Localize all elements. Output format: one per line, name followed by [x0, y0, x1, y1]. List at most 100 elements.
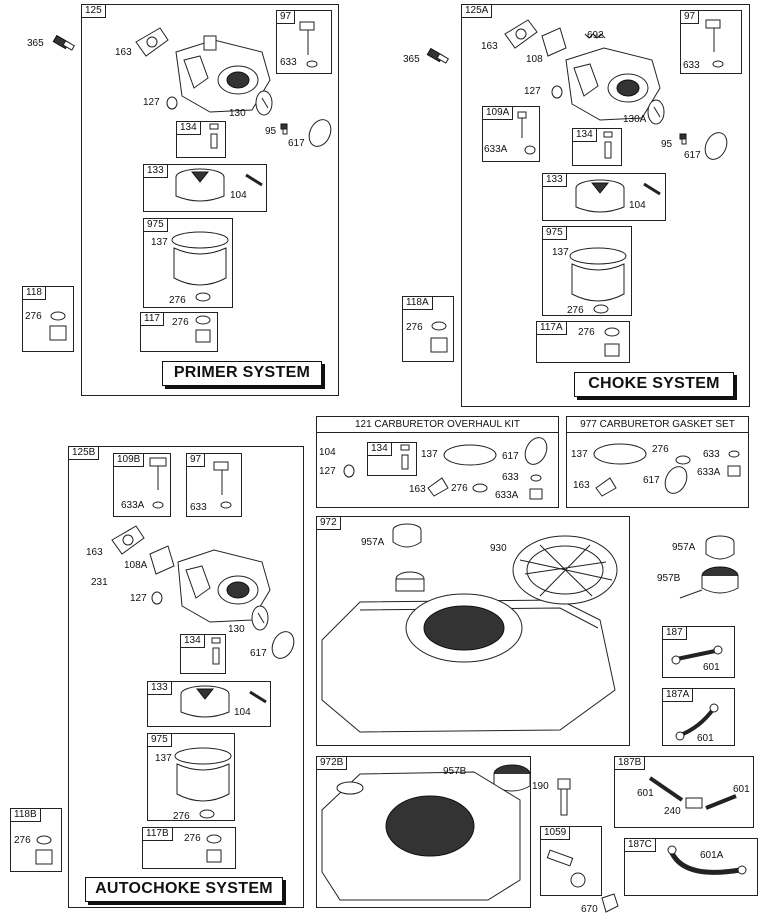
- assembly-125-box: 125: [81, 4, 339, 396]
- label-617-choke: 617: [684, 150, 701, 161]
- label-276-kit: 276: [451, 483, 468, 494]
- part-134-box: 134: [176, 121, 226, 158]
- fuel-cap-957b-icon: [679, 566, 739, 599]
- primer-system-banner: PRIMER SYSTEM: [162, 361, 322, 386]
- label-130a: 130A: [623, 114, 647, 125]
- part-97-choke-tag: 97: [680, 10, 700, 24]
- lever-97-icon: [299, 21, 318, 68]
- label-163-choke: 163: [481, 41, 498, 52]
- part-97-autochoke-tag: 97: [186, 453, 206, 467]
- assembly-125-tag: 125: [81, 4, 106, 18]
- oring-617-choke-icon: [704, 132, 728, 160]
- part-1059-tag: 1059: [540, 826, 571, 840]
- part-133-autochoke-tag: 133: [147, 681, 172, 695]
- part-975-autochoke-box: 975: [147, 733, 235, 821]
- plug-127-kit-icon: [343, 464, 355, 478]
- fitting-670-icon: [601, 893, 619, 913]
- label-617-kit: 617: [502, 451, 519, 462]
- part-133-choke-box: 133: [542, 173, 666, 221]
- label-276-118b: 276: [14, 835, 31, 846]
- bowl-975-icon: [171, 231, 229, 286]
- label-231: 231: [91, 577, 108, 588]
- label-276-118a: 276: [406, 322, 423, 333]
- label-633-autochoke: 633: [190, 502, 207, 513]
- carburetor-gasket-set-box: 977 CARBURETOR GASKET SET: [566, 416, 749, 508]
- gasket-163-icon: [135, 27, 169, 57]
- part-133-tag: 133: [143, 164, 168, 178]
- part-133-box: 133: [143, 164, 267, 212]
- gasket-163-kit-icon: [427, 477, 449, 497]
- washer-276-icon: [195, 292, 211, 302]
- part-97-choke-box: 97: [680, 10, 742, 74]
- part-97-autochoke-box: 97: [186, 453, 242, 517]
- label-633-kit: 633: [502, 472, 519, 483]
- carburetor-125a-icon: [565, 47, 661, 121]
- label-127-choke: 127: [524, 86, 541, 97]
- label-957b-side: 957B: [657, 573, 681, 584]
- label-163: 163: [115, 47, 132, 58]
- fuel-line-187b-box: 187B: [614, 756, 754, 828]
- label-127: 127: [143, 97, 160, 108]
- gasket-163-autochoke-icon: [111, 525, 145, 555]
- part-117b-box: 117B: [142, 827, 236, 869]
- fuel-tank-972-tag: 972: [316, 516, 341, 530]
- plug-117b-icon: [206, 834, 222, 863]
- part-975-choke-tag: 975: [542, 226, 567, 240]
- part-118a-box: 118A: [402, 296, 454, 362]
- label-601a: 601A: [700, 850, 724, 861]
- label-104-autochoke: 104: [234, 707, 251, 718]
- bracket-1059-icon: [546, 849, 586, 888]
- part-133-autochoke-box: 133: [147, 681, 271, 727]
- gasket-163-choke-icon: [504, 19, 538, 49]
- label-240: 240: [664, 806, 681, 817]
- label-930: 930: [490, 543, 507, 554]
- label-95: 95: [265, 126, 277, 137]
- label-276-autochoke-plug: 276: [184, 833, 201, 844]
- part-134-choke-box: 134: [572, 128, 622, 166]
- screw-95-choke-icon: [679, 133, 687, 145]
- label-276-bowl: 276: [169, 295, 186, 306]
- oring-137-gasket-icon: [593, 443, 647, 465]
- needle-134-kit-icon: [400, 444, 410, 470]
- fuel-tank-972-box: 972: [316, 516, 630, 746]
- fuel-line-187a-box: 187A: [662, 688, 735, 746]
- fuel-line-187a-icon: [675, 703, 719, 741]
- carburetor-125-icon: [175, 35, 271, 113]
- label-617-gasket: 617: [643, 475, 660, 486]
- label-276-choke-bowl: 276: [567, 305, 584, 316]
- label-601-187a: 601: [697, 733, 714, 744]
- label-633a-autochoke: 633A: [121, 500, 145, 511]
- label-163-autochoke: 163: [86, 547, 103, 558]
- part-109b-box: 109B: [113, 453, 171, 517]
- part-133-choke-tag: 133: [542, 173, 567, 187]
- label-104-kit: 104: [319, 447, 336, 458]
- pin-104-choke-icon: [643, 182, 661, 196]
- seal-633a-kit-icon: [529, 488, 543, 500]
- fuel-line-187-box: 187: [662, 626, 735, 678]
- label-957a-side: 957A: [672, 542, 696, 553]
- part-975-tag: 975: [143, 218, 168, 232]
- part-109b-tag: 109B: [113, 453, 145, 467]
- fuel-tank-972b-box: 972B: [316, 756, 531, 908]
- plug-118b-icon: [35, 835, 53, 865]
- assembly-125b-box: 125B: [68, 446, 304, 908]
- assembly-125a-box: 125A: [461, 4, 750, 407]
- fuel-line-187c-box: 187C: [624, 838, 758, 896]
- label-276-gasket: 276: [652, 444, 669, 455]
- fuel-line-187-icon: [671, 645, 723, 665]
- rod-109b-icon: [149, 457, 167, 509]
- assembly-125a-tag: 125A: [461, 4, 493, 18]
- label-137-gasket: 137: [571, 449, 588, 460]
- part-134-kit-box: 134: [367, 442, 417, 476]
- label-108: 108: [526, 54, 543, 65]
- label-957a: 957A: [361, 537, 385, 548]
- plug-127-autochoke-icon: [151, 591, 163, 605]
- plug-127-icon: [166, 96, 178, 110]
- bowl-975-choke-icon: [569, 247, 627, 302]
- part-97-tag: 97: [276, 10, 296, 24]
- part-118b-tag: 118B: [10, 808, 41, 822]
- part-117a-box: 117A: [536, 321, 630, 363]
- fuel-line-187a-tag: 187A: [662, 688, 694, 702]
- float-133-autochoke-icon: [180, 685, 230, 718]
- plug-118a-icon: [430, 321, 448, 353]
